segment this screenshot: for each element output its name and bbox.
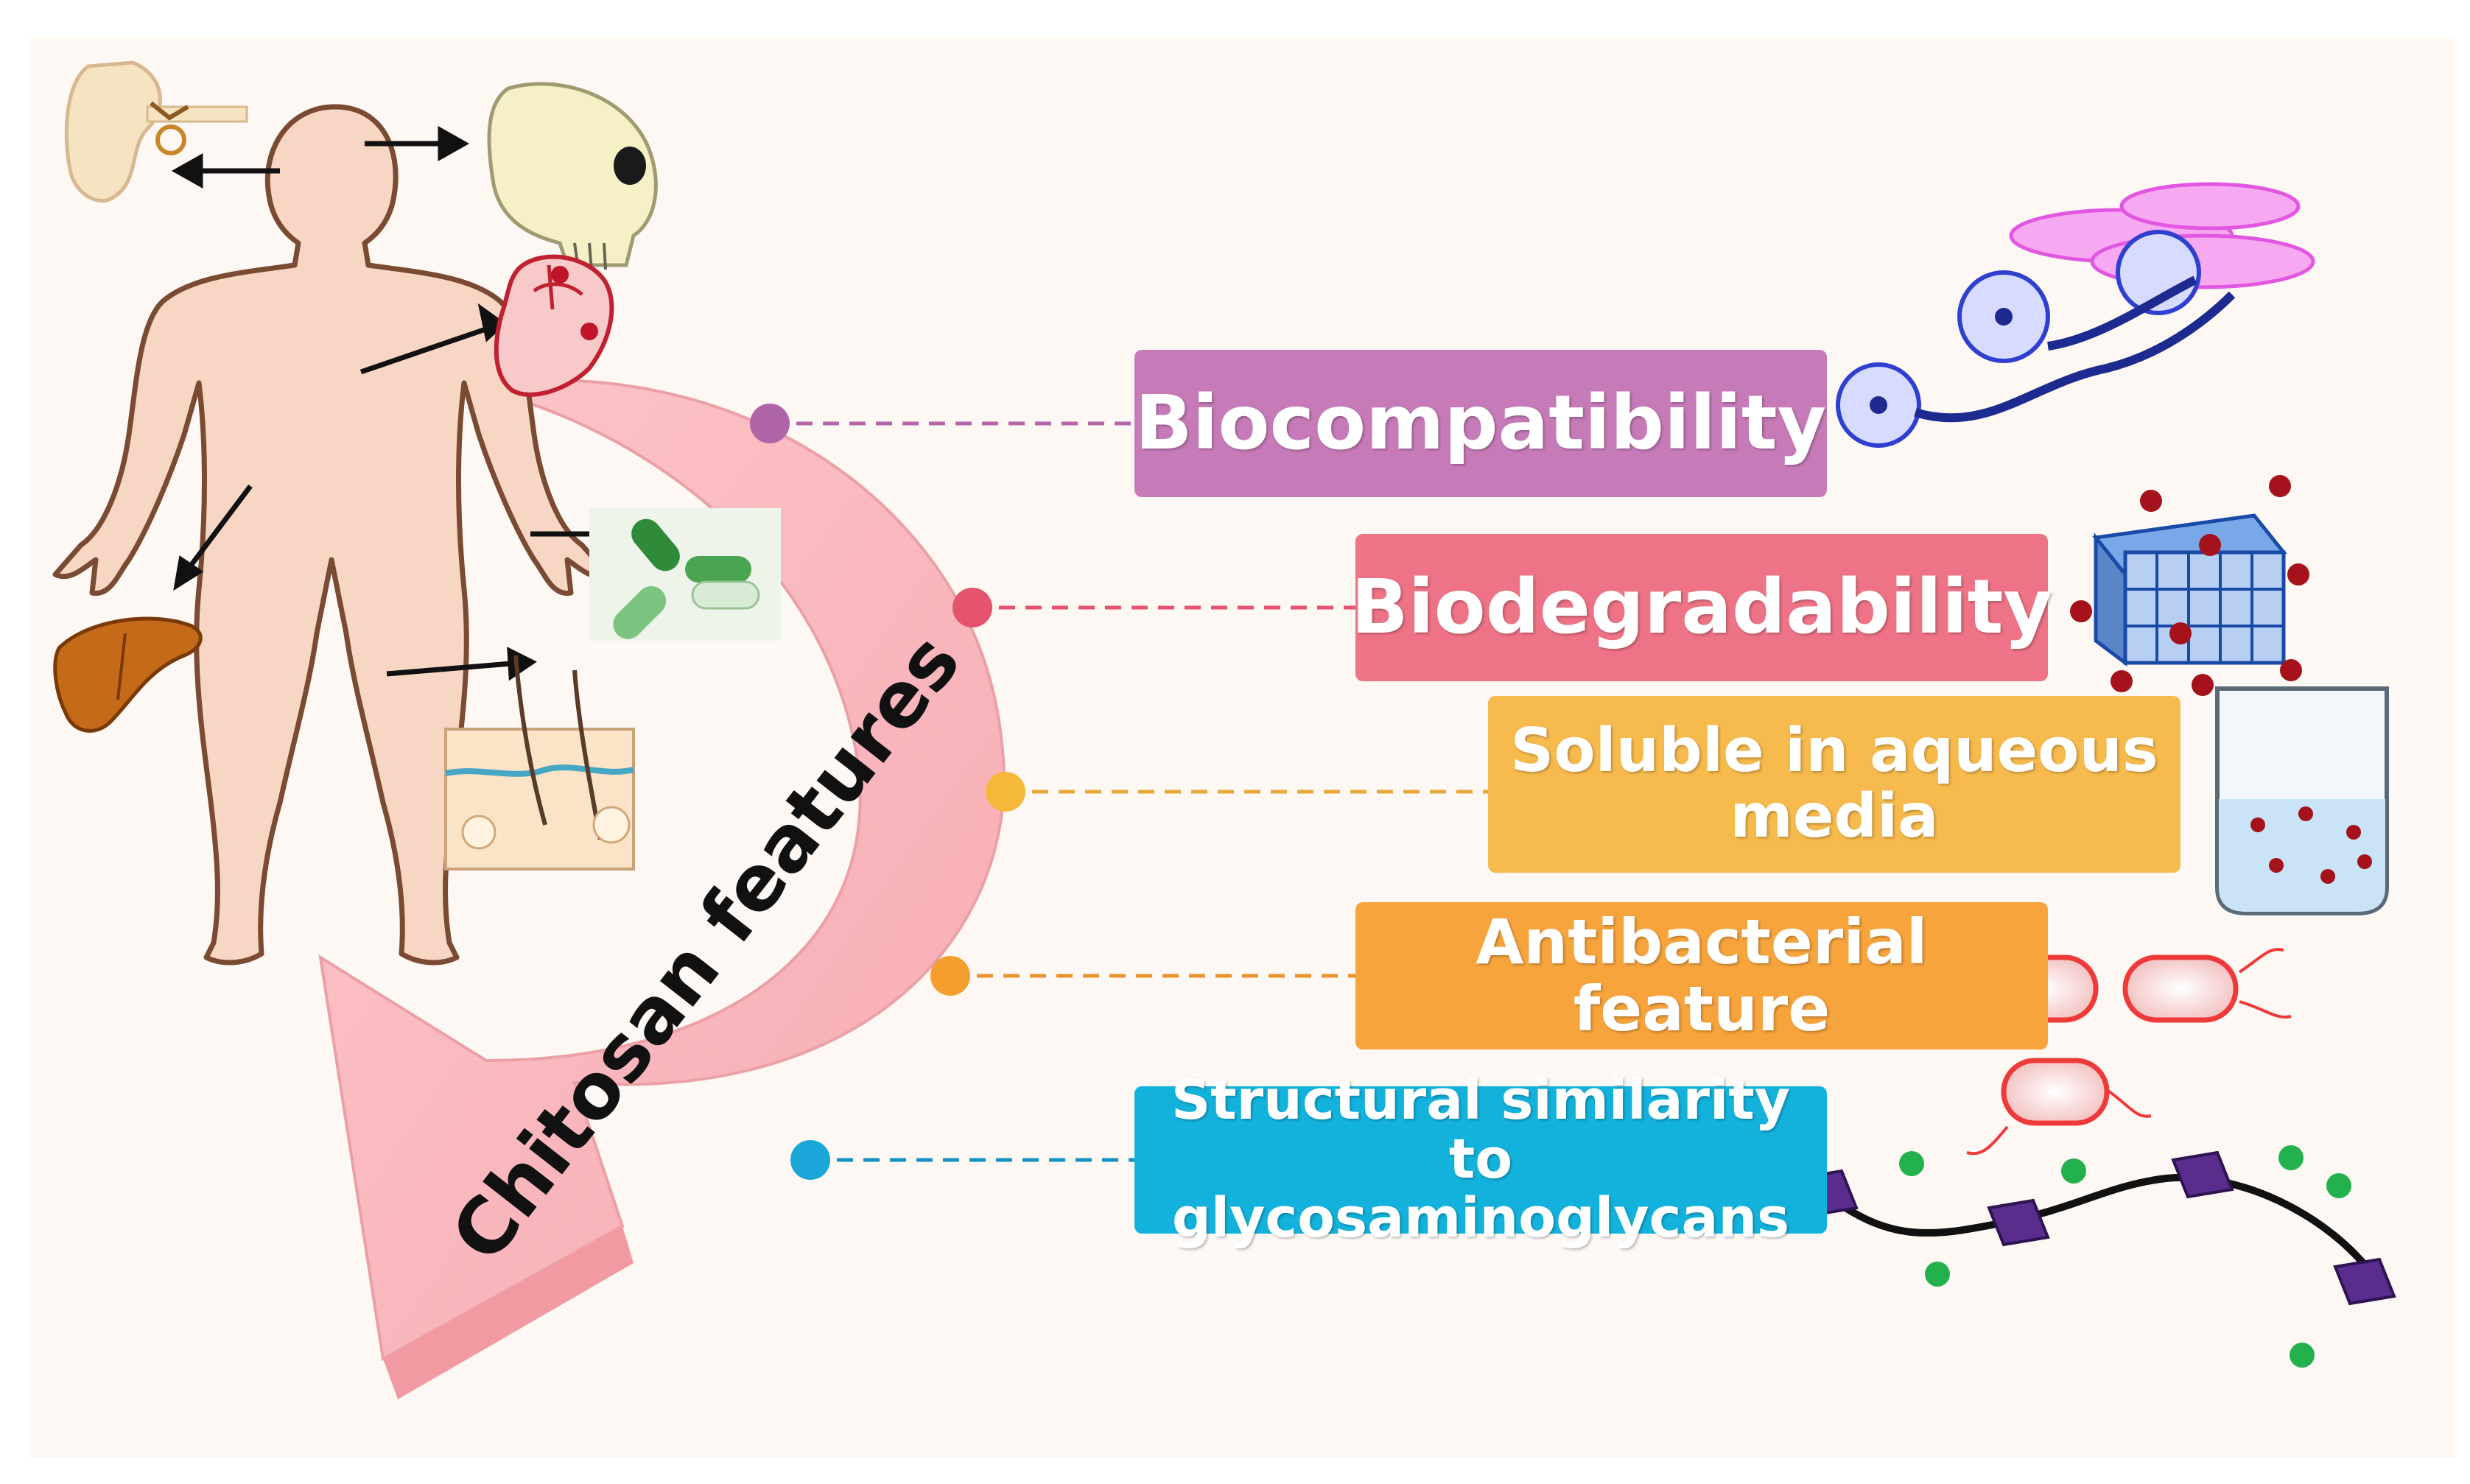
heart-icon — [494, 254, 614, 397]
structural-dot — [790, 1140, 830, 1180]
antibacterial-label: Antibacterial feature — [1355, 902, 2048, 1049]
soluble-dot — [986, 772, 1025, 812]
neurons-icon — [1836, 182, 2315, 448]
ear-icon — [64, 60, 248, 203]
structural-label: Structural similarity to glycosaminoglyc… — [1134, 1071, 1827, 1248]
glycosaminoglycan-chain-icon — [1795, 1145, 2396, 1368]
biodegradability-label: Biodegradability — [1351, 534, 2052, 681]
skin-icon — [444, 655, 635, 871]
liver-icon — [53, 616, 203, 733]
connectors — [750, 404, 1488, 1180]
antibacterial-dot — [930, 956, 970, 996]
skull-icon — [487, 82, 658, 272]
chitosan-curved-arrow — [318, 379, 1006, 1399]
pills-icon — [589, 508, 781, 641]
biocompatibility-label: Biocompatibility — [1134, 350, 1827, 497]
soluble-label: Soluble in aqueous media — [1488, 696, 2180, 873]
human-body — [52, 104, 611, 966]
biocompatibility-dot — [750, 404, 790, 443]
scaffold-cube-icon — [2070, 475, 2309, 696]
biodegradability-dot — [952, 588, 992, 627]
beaker-icon — [2215, 686, 2389, 915]
